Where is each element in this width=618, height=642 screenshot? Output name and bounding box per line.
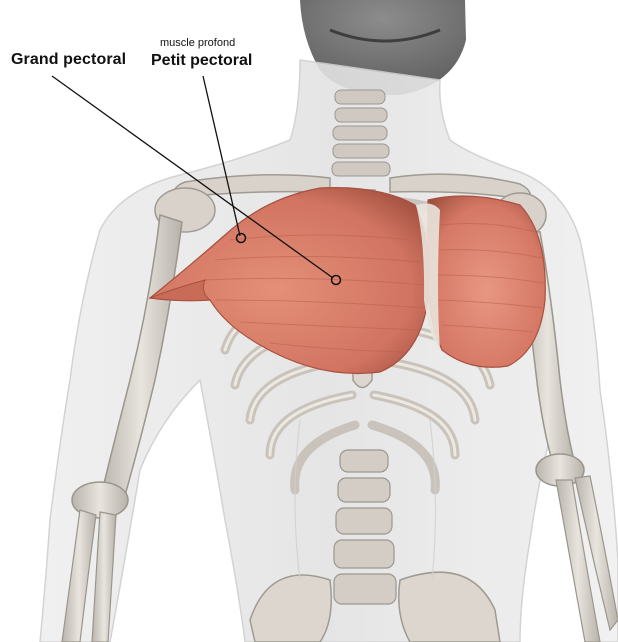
label-muscle-profond: muscle profond (160, 37, 235, 49)
label-petit-pectoral: Petit pectoral (151, 52, 252, 70)
cervical-spine (332, 90, 390, 176)
label-grand-pectoral: Grand pectoral (11, 51, 126, 69)
